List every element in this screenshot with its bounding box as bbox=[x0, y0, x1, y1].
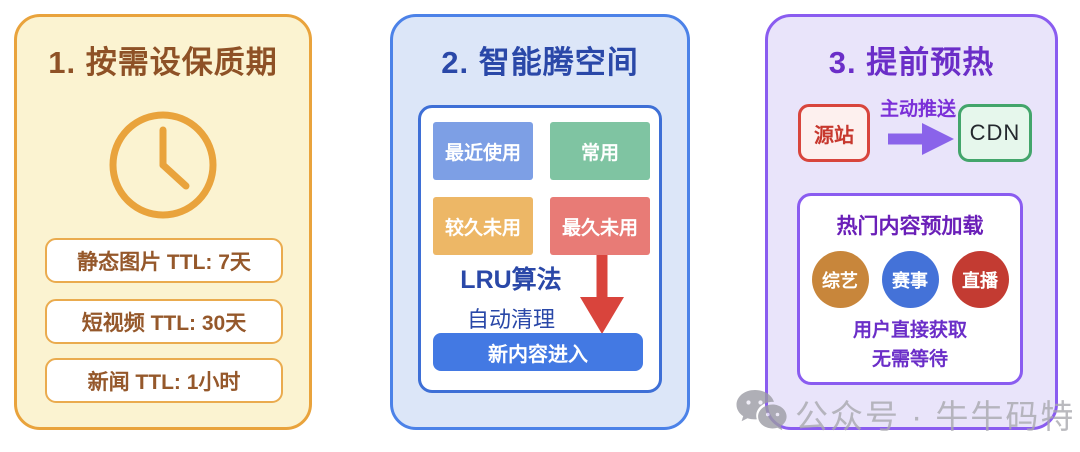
watermark: 公众号 · 牛牛码特 bbox=[735, 388, 1075, 439]
ttl-item-news: 新闻 TTL: 1小时 bbox=[45, 358, 283, 403]
watermark-text: 公众号 · 牛牛码特 bbox=[795, 397, 1076, 435]
cdn-node-box: CDN bbox=[958, 104, 1032, 162]
content-circle-sports: 赛事 bbox=[881, 251, 939, 308]
lru-cache-box: 最近使用 常用 较久未用 最久未用 LRU算法 自动清理 新内容进入 bbox=[418, 105, 662, 393]
preload-box: 热门内容预加载 综艺 赛事 直播 用户直接获取 无需等待 bbox=[797, 193, 1023, 385]
panel-ttl: 1. 按需设保质期 静态图片 TTL: 7天 短视频 TTL: 30天 新闻 T… bbox=[14, 14, 312, 430]
cache-block-frequently-used: 常用 bbox=[550, 122, 650, 180]
push-arrow-right-icon bbox=[888, 123, 954, 155]
content-circle-live: 直播 bbox=[951, 251, 1009, 308]
lru-algorithm-label: LRU算法 自动清理 bbox=[421, 260, 601, 334]
panel-prefetch: 3. 提前预热 源站 主动推送 CDN 热门内容预加载 综艺 赛事 直播 用户直… bbox=[765, 14, 1058, 430]
evict-arrow-down-icon bbox=[574, 255, 630, 335]
cache-block-long-unused: 较久未用 bbox=[433, 197, 533, 255]
panel-lru: 2. 智能腾空间 最近使用 常用 较久未用 最久未用 LRU算法 自动清理 新内… bbox=[390, 14, 690, 430]
content-circle-variety: 综艺 bbox=[811, 251, 869, 308]
lru-algorithm-action: 自动清理 bbox=[466, 307, 555, 332]
panel-lru-title: 2. 智能腾空间 bbox=[441, 45, 639, 80]
new-content-bar: 新内容进入 bbox=[433, 333, 643, 371]
panel-ttl-title: 1. 按需设保质期 bbox=[48, 45, 278, 80]
preload-benefit-text: 用户直接获取 无需等待 bbox=[800, 316, 1020, 374]
preload-benefit-line1: 用户直接获取 bbox=[852, 320, 967, 341]
origin-server-box: 源站 bbox=[798, 104, 870, 162]
push-label: 主动推送 bbox=[879, 99, 956, 120]
panel-prefetch-title: 3. 提前预热 bbox=[828, 45, 995, 80]
clock-icon bbox=[105, 107, 221, 223]
preload-content-row: 综艺 赛事 直播 bbox=[800, 251, 1020, 308]
preload-title: 热门内容预加载 bbox=[836, 215, 984, 238]
wechat-icon bbox=[735, 388, 787, 439]
ttl-item-static-images: 静态图片 TTL: 7天 bbox=[45, 238, 283, 283]
cache-block-recently-used: 最近使用 bbox=[433, 122, 533, 180]
preload-benefit-line2: 无需等待 bbox=[871, 349, 948, 370]
cache-block-longest-unused: 最久未用 bbox=[550, 197, 650, 255]
lru-algorithm-name: LRU算法 bbox=[460, 266, 562, 294]
ttl-item-short-videos: 短视频 TTL: 30天 bbox=[45, 299, 283, 344]
